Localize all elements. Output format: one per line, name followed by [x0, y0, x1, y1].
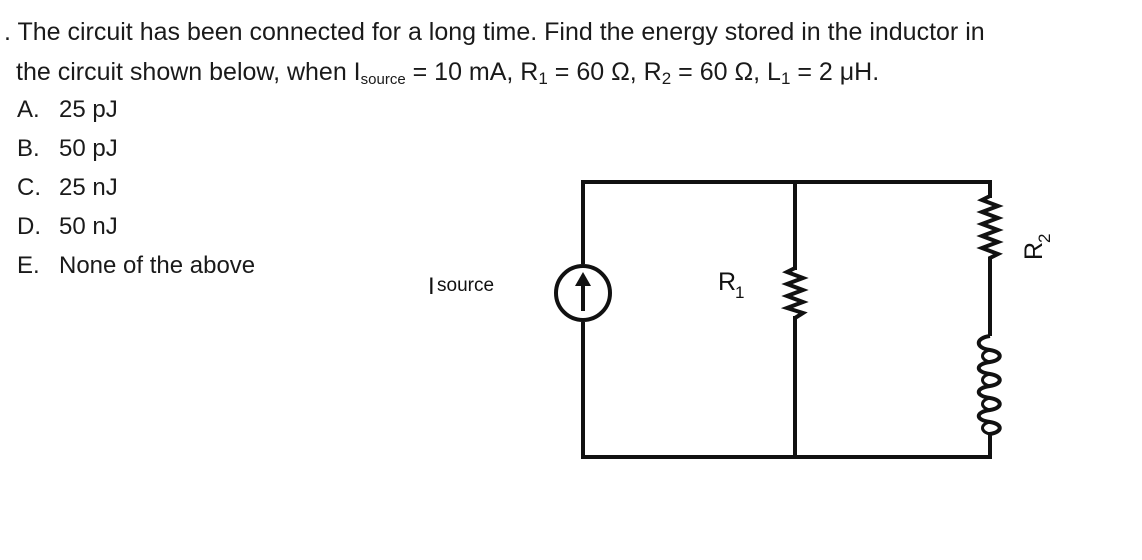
choice-text: None of the above [59, 252, 256, 279]
choice-e[interactable]: E. None of the above [17, 246, 255, 285]
isource-value: = 10 mA, R [405, 58, 539, 86]
question-text: . The circuit has been connected for a l… [4, 12, 1134, 100]
question-line-2-start: the circuit shown below, when I [16, 58, 361, 86]
choice-letter: B. [17, 135, 40, 162]
r1-resistor [780, 266, 809, 320]
choice-text: 50 pJ [59, 135, 118, 162]
choice-d[interactable]: D. 50 nJ [17, 207, 255, 246]
l1-inductor [976, 334, 1002, 440]
r1-label: R [718, 268, 736, 296]
r2-value: = 60 Ω, L [671, 58, 781, 86]
answer-choices: A. 25 pJ B. 50 pJ C. 25 nJ D. 50 nJ E. None o… [17, 90, 255, 285]
r1-value: = 60 Ω, R [547, 58, 662, 86]
question-line-2: the circuit shown below, when Isource = … [4, 52, 1134, 100]
choice-letter: C. [17, 174, 41, 201]
r1-subscript: 1 [538, 69, 548, 88]
choice-b[interactable]: B. 50 pJ [17, 129, 255, 168]
choice-letter: A. [17, 96, 40, 123]
r2-label-subscript: 2 [1035, 234, 1054, 243]
r1-label-subscript: 1 [735, 283, 744, 302]
r2-subscript: 2 [661, 69, 672, 88]
isource-subscript: source [360, 71, 406, 88]
l1-subscript: 1 [780, 69, 791, 88]
choice-text: 25 pJ [59, 96, 118, 123]
question-line-1: . The circuit has been connected for a l… [4, 18, 985, 46]
current-source [554, 264, 612, 322]
arrow-up-icon [575, 272, 591, 286]
r2-label: R [1020, 242, 1048, 260]
choice-text: 50 nJ [59, 213, 118, 240]
choice-letter: D. [17, 213, 41, 240]
r2-resistor [976, 194, 1004, 336]
l1-value: = 2 μH. [790, 58, 880, 86]
source-label: I [428, 273, 435, 300]
choice-c[interactable]: C. 25 nJ [17, 168, 255, 207]
choice-text: 25 nJ [59, 174, 118, 201]
choice-a[interactable]: A. 25 pJ [17, 90, 255, 129]
choice-letter: E. [17, 252, 40, 279]
source-label-subscript: source [437, 275, 494, 296]
